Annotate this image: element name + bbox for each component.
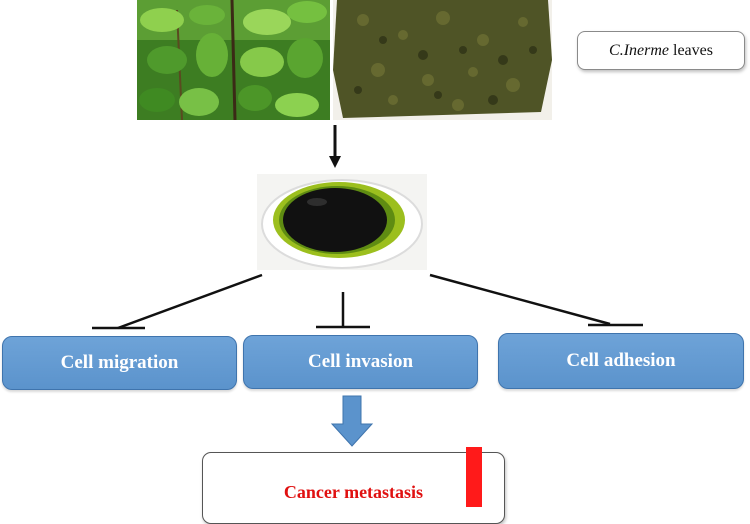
extract-bowl-svg [257,174,427,270]
result-label: Cancer metastasis [283,482,424,502]
inhibit-line-migration [117,273,263,330]
dried-leaves-photo [333,0,552,120]
outcome-box-cell-migration: Cell migration [2,336,237,390]
species-name: C.Inerme [609,41,669,59]
inhibit-line-adhesion [429,273,611,326]
source-label-box: C.Inerme leaves [577,31,745,70]
result-box-cancer-metastasis: Cancer metastasis [202,452,505,524]
decrease-bar-icon [466,447,482,507]
outcome-box-cell-adhesion: Cell adhesion [498,333,744,389]
outcome-box-cell-invasion: Cell invasion [243,335,478,389]
extract-bowl-image [257,174,427,270]
arrow-down-icon [330,395,374,447]
arrowhead-photo-to-bowl [329,156,341,168]
outcome-label: Cell adhesion [566,350,676,371]
outcome-label: Cell invasion [307,351,414,372]
outcome-label: Cell migration [60,352,179,373]
plant-photo [137,0,330,120]
plant-photo-image [137,0,330,120]
dried-leaves-image [333,0,552,120]
species-suffix: leaves [673,41,713,59]
